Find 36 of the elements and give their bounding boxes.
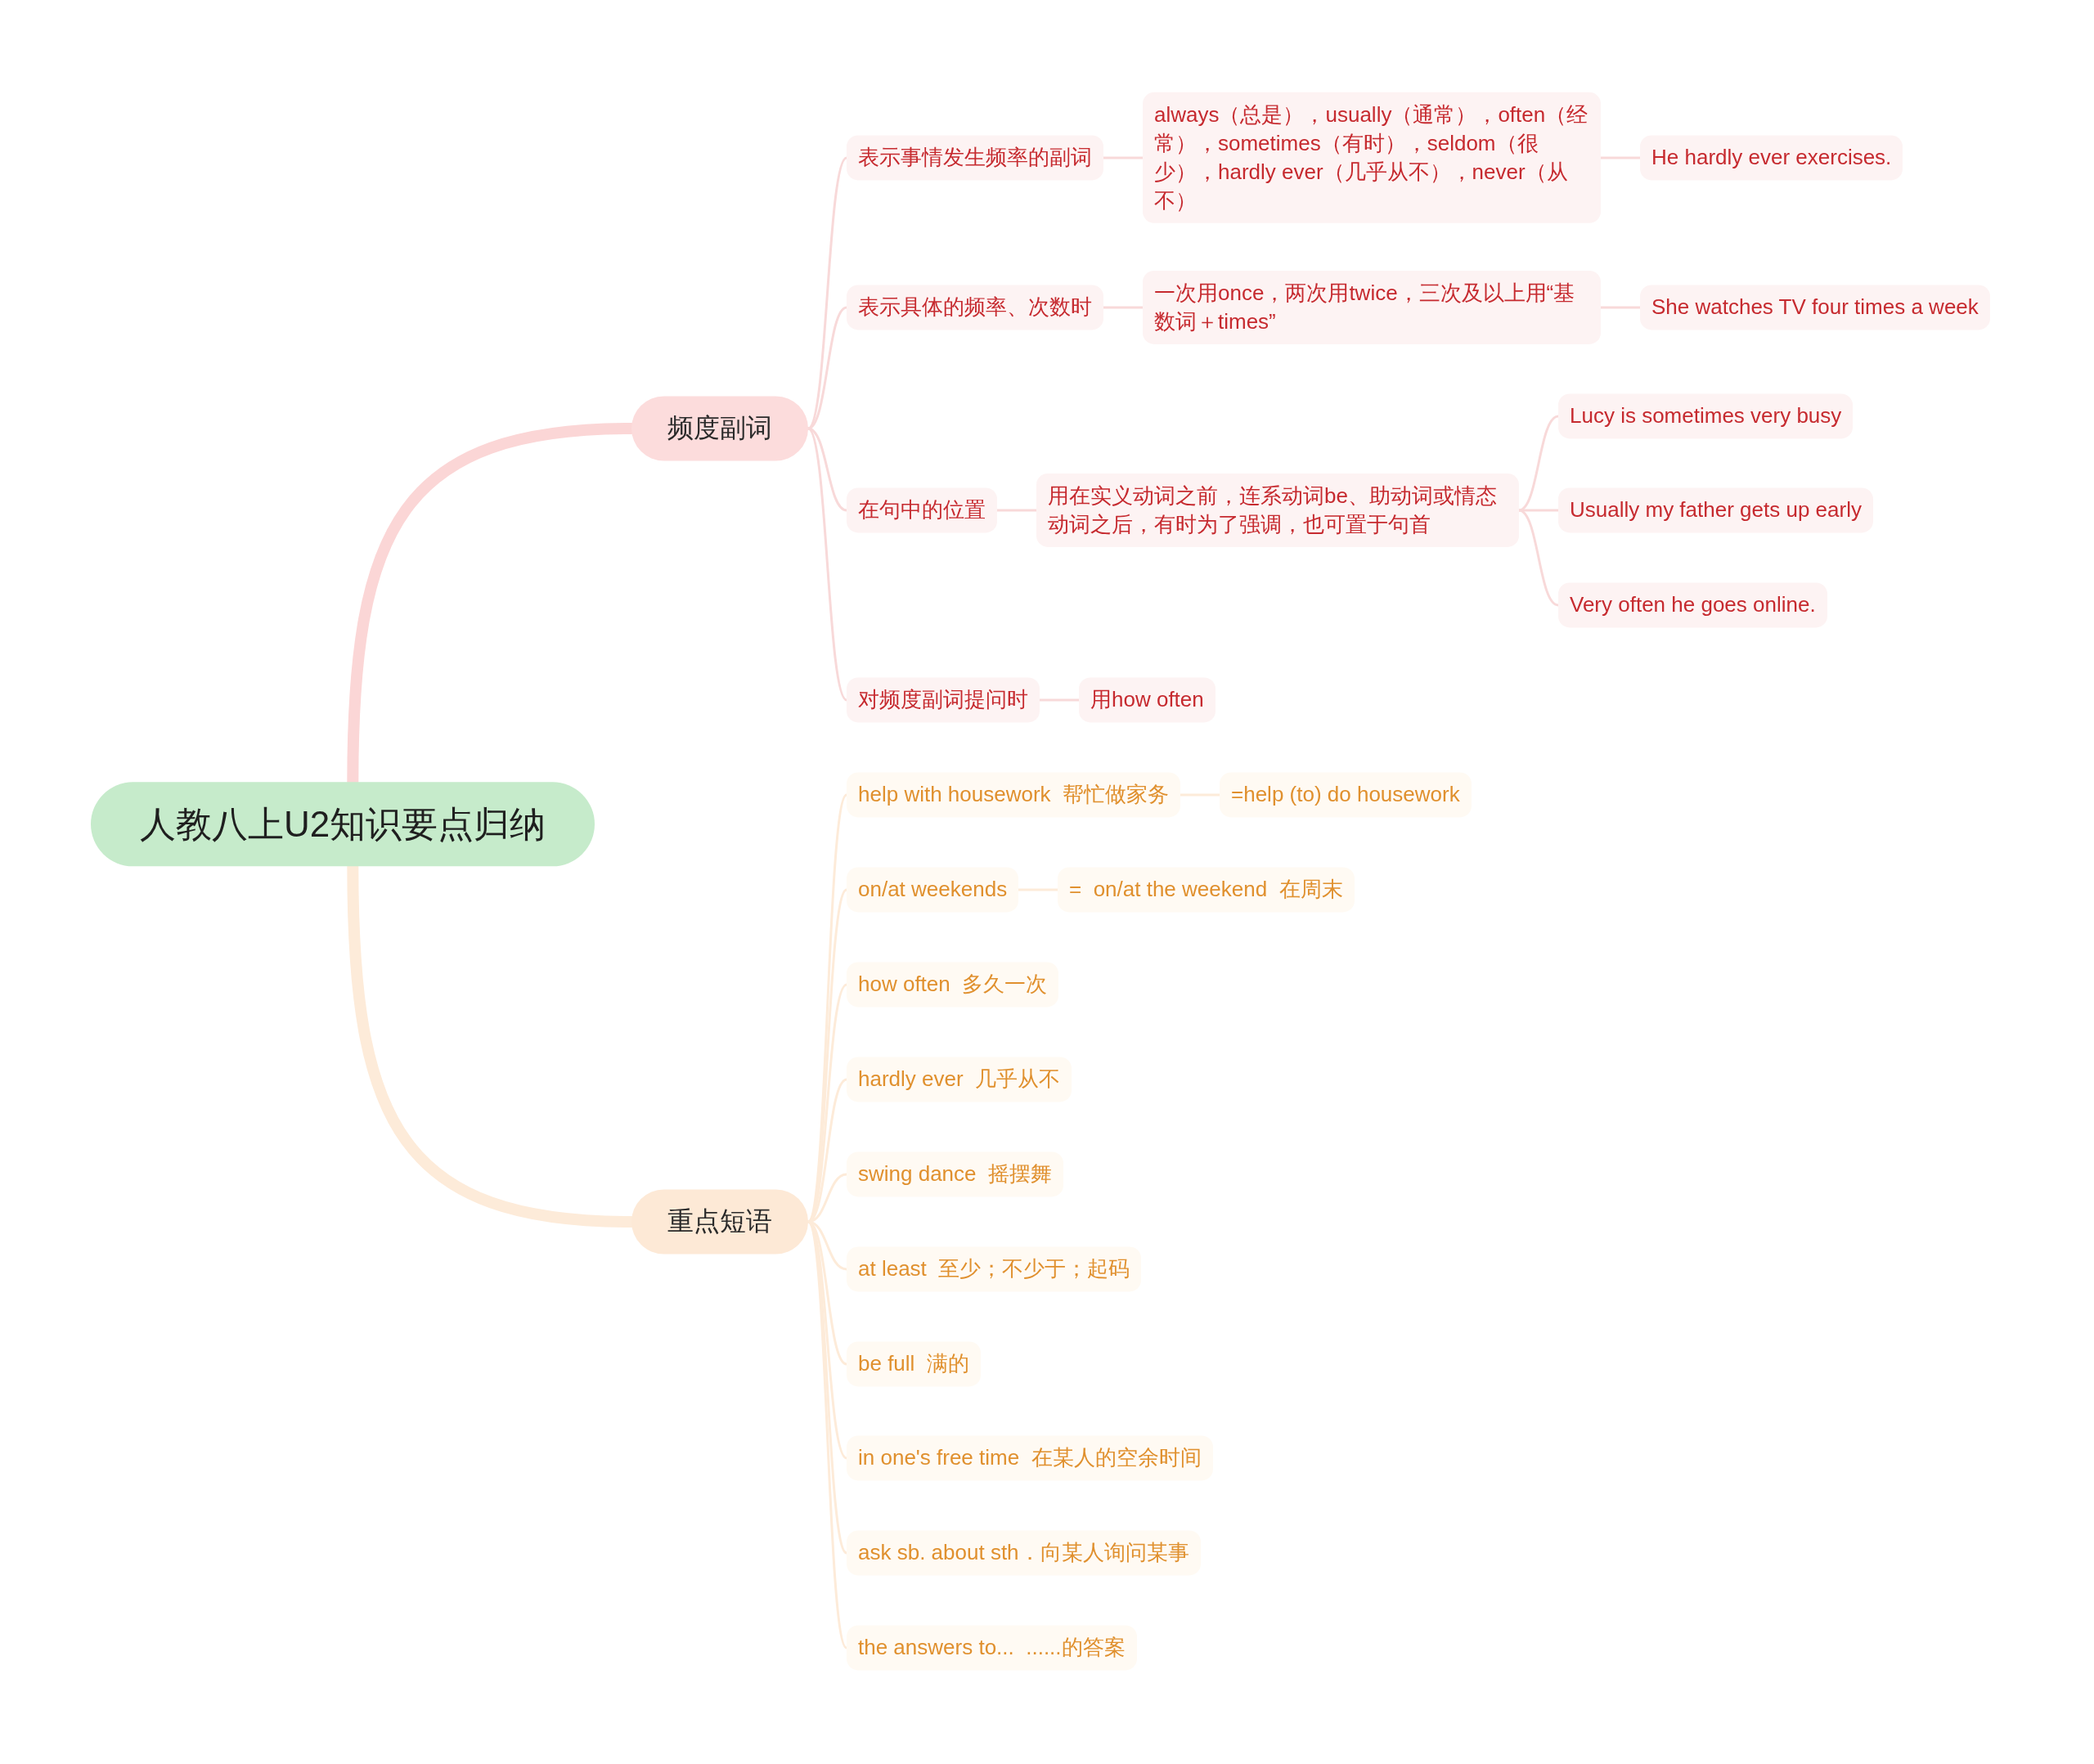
connector-line bbox=[1102, 306, 1144, 309]
topic-box: the answers to... ......的答案 bbox=[847, 1625, 1137, 1671]
topic-box: Lucy is sometimes very busy bbox=[1558, 393, 1854, 439]
topic-box: 一次用once，两次用twice，三次及以上用“基数词＋times” bbox=[1143, 270, 1601, 345]
connector-line bbox=[1599, 156, 1642, 159]
topic-box: 用在实义动词之前，连系动词be、助动词或情态动词之后，有时为了强调，也可置于句首 bbox=[1036, 473, 1519, 548]
topic-box: 用how often bbox=[1079, 677, 1216, 723]
topic-box: on/at weekends bbox=[847, 867, 1019, 913]
topic-box: always（总是），usually（通常），often（经常），sometimes（有时），seldom（很少），hardly ever（几乎从不），never（从不） bbox=[1143, 92, 1601, 224]
topic-box: help with housework 帮忙做家务 bbox=[847, 772, 1181, 818]
connector-line bbox=[1517, 509, 1560, 607]
topic-box: =help (to) do housework bbox=[1220, 772, 1472, 818]
main-topic: 重点短语 bbox=[631, 1189, 808, 1255]
topic-box: swing dance 摇摆舞 bbox=[847, 1151, 1063, 1197]
topic-box: 在句中的位置 bbox=[847, 487, 997, 533]
topic-box: = on/at the weekend 在周末 bbox=[1058, 867, 1355, 913]
topic-box: She watches TV four times a week bbox=[1640, 285, 1990, 330]
central-topic: 人教八上U2知识要点归纳 bbox=[91, 782, 595, 867]
topic-box: in one's free time 在某人的空余时间 bbox=[847, 1435, 1213, 1481]
topic-box: how often 多久一次 bbox=[847, 962, 1059, 1008]
connector-line bbox=[1517, 415, 1560, 512]
connector-line bbox=[995, 509, 1038, 512]
topic-box: He hardly ever exercises. bbox=[1640, 135, 1903, 181]
topic-box: 表示事情发生频率的副词 bbox=[847, 135, 1103, 181]
connector-line bbox=[1102, 156, 1144, 159]
topic-box: ask sb. about sth．向某人询问某事 bbox=[847, 1530, 1201, 1576]
topic-box: Usually my father gets up early bbox=[1558, 487, 1873, 533]
topic-box: be full 满的 bbox=[847, 1341, 981, 1387]
topic-box: Very often he goes online. bbox=[1558, 582, 1827, 628]
connector-line bbox=[1038, 698, 1081, 702]
topic-box: at least 至少；不少于；起码 bbox=[847, 1246, 1142, 1292]
main-topic: 频度副词 bbox=[631, 396, 808, 461]
topic-box: hardly ever 几乎从不 bbox=[847, 1057, 1072, 1102]
connector-line bbox=[1599, 306, 1642, 309]
topic-box: 表示具体的频率、次数时 bbox=[847, 285, 1103, 330]
topic-box: 对频度副词提问时 bbox=[847, 677, 1040, 723]
